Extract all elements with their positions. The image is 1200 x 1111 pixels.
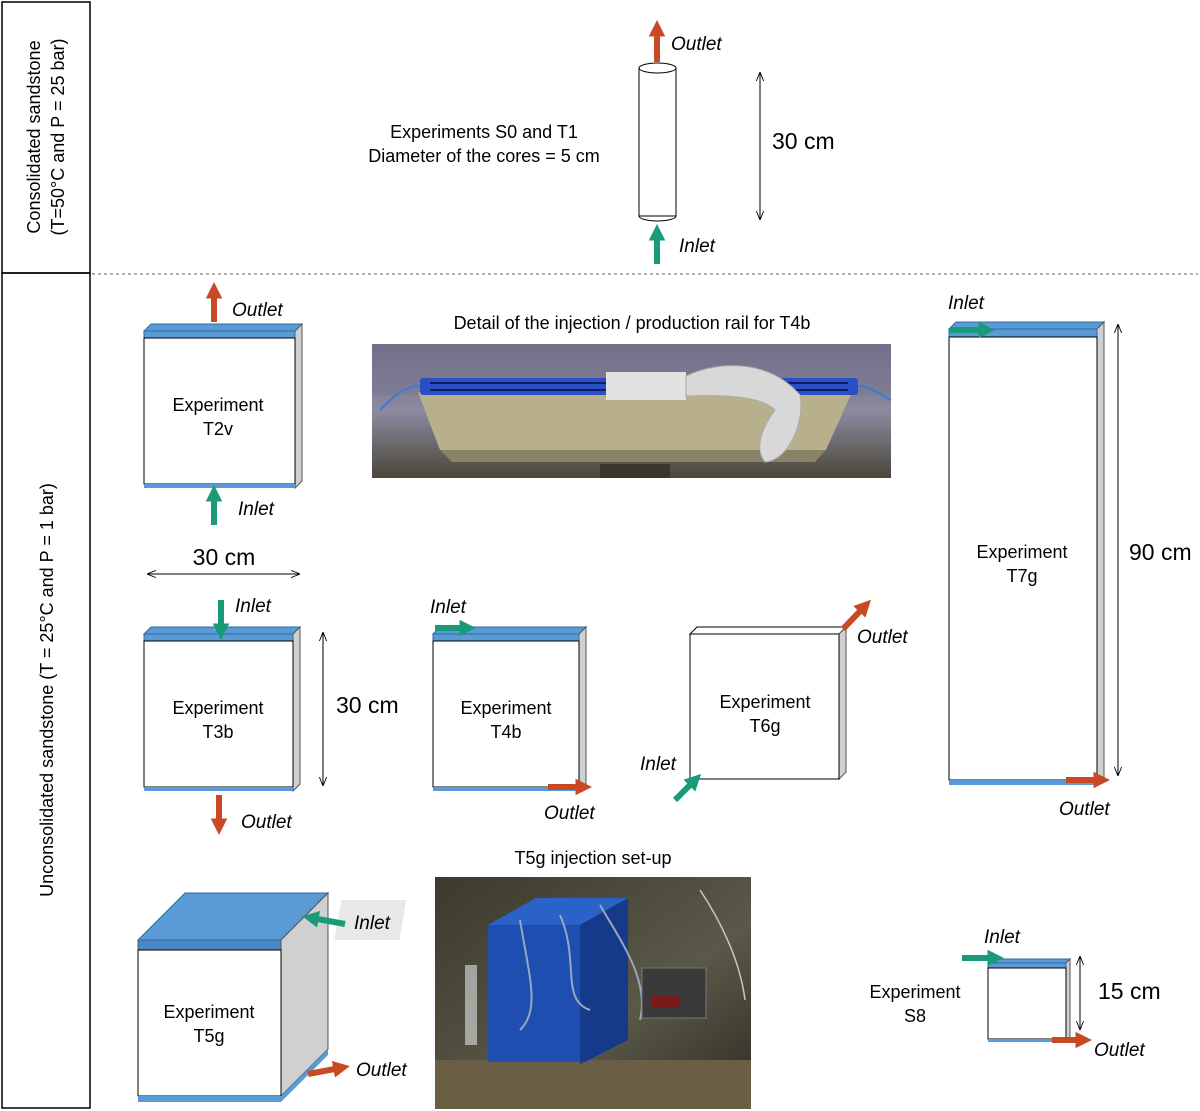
t2v-outlet-label: Outlet (232, 300, 283, 321)
setup-photo-caption: T5g injection set-up (514, 848, 671, 868)
experiment-t2v: Experiment T2v Outlet Inlet (142, 281, 304, 525)
t6g-label-line1: Experiment (719, 692, 810, 712)
rail-photo-caption: Detail of the injection / production rai… (454, 313, 811, 333)
t7g-outlet-label: Outlet (1059, 799, 1110, 820)
t6g-outlet-arrow (840, 599, 871, 632)
t4b-label-line2: T4b (490, 722, 521, 742)
setup-photo: T5g injection set-up (334, 848, 751, 1109)
sidebar-consolidated-line1: Consolidated sandstone (24, 40, 44, 233)
height-90-label: 90 cm (1129, 539, 1192, 565)
t5g-inlet-label: Inlet (354, 913, 391, 934)
experiment-t5g: Experiment T5g Inlet Outlet (136, 891, 407, 1102)
t5g-outlet-label: Outlet (356, 1060, 407, 1081)
height-dimension-label: 30 cm (336, 692, 399, 718)
t6g-label-line2: T6g (749, 716, 780, 736)
t4b-inlet-label: Inlet (430, 597, 467, 618)
t3b-label-line1: Experiment (172, 698, 263, 718)
sidebar: Consolidated sandstone (T=50°C and P = 2… (1, 1, 91, 1109)
experiment-s8: Experiment S8 Inlet Outlet 15 cm (869, 927, 1160, 1061)
sidebar-unconsolidated-label: Unconsolidated sandstone (T = 25°C and P… (37, 483, 57, 897)
core-title: Experiments S0 and T1 (390, 122, 578, 142)
s8-label-line2: S8 (904, 1006, 926, 1026)
t3b-outlet-label: Outlet (241, 812, 292, 833)
t3b-inlet-label: Inlet (235, 596, 272, 617)
t5g-outlet-arrow (307, 1060, 350, 1078)
s8-inlet-label: Inlet (984, 927, 1021, 948)
t6g-inlet-arrow (672, 773, 702, 803)
t7g-inlet-label: Inlet (948, 293, 985, 314)
rail-photo: Detail of the injection / production rai… (372, 313, 892, 478)
s8-height-label: 15 cm (1098, 978, 1161, 1004)
t6g-inlet-label: Inlet (640, 754, 677, 775)
experiment-t6g: Experiment T6g Inlet Outlet (640, 599, 908, 803)
t5g-inlet-arrow (302, 910, 346, 928)
experiment-t3b: Experiment T3b Inlet Outlet (142, 596, 302, 836)
t5g-label-line2: T5g (193, 1026, 224, 1046)
t4b-outlet-label: Outlet (544, 803, 595, 824)
s8-label-line1: Experiment (869, 982, 960, 1002)
t5g-label-line1: Experiment (163, 1002, 254, 1022)
experiment-t7g: Experiment T7g Inlet Outlet (947, 293, 1110, 820)
t7g-label-line2: T7g (1006, 566, 1037, 586)
experiment-t4b: Experiment T4b Inlet Outlet (430, 597, 595, 824)
core-subtitle: Diameter of the cores = 5 cm (368, 146, 600, 166)
sidebar-box-consolidated (1, 1, 91, 274)
core-outlet-label: Outlet (671, 34, 722, 55)
t2v-label-line1: Experiment (172, 395, 263, 415)
sidebar-consolidated-line2: (T=50°C and P = 25 bar) (48, 39, 68, 236)
t4b-label-line1: Experiment (460, 698, 551, 718)
sidebar-box-unconsolidated (1, 272, 91, 1109)
core-inlet-label: Inlet (679, 236, 716, 257)
width-dimension-label: 30 cm (193, 544, 256, 570)
t7g-label-line1: Experiment (976, 542, 1067, 562)
t2v-label-line2: T2v (203, 419, 233, 439)
t6g-outlet-label: Outlet (857, 627, 908, 648)
core-length-label: 30 cm (772, 128, 835, 154)
core-cylinder (638, 62, 677, 222)
s8-outlet-label: Outlet (1094, 1040, 1145, 1061)
t2v-inlet-label: Inlet (238, 499, 275, 520)
t3b-label-line2: T3b (202, 722, 233, 742)
core-section: Experiments S0 and T1 Diameter of the co… (368, 19, 835, 264)
